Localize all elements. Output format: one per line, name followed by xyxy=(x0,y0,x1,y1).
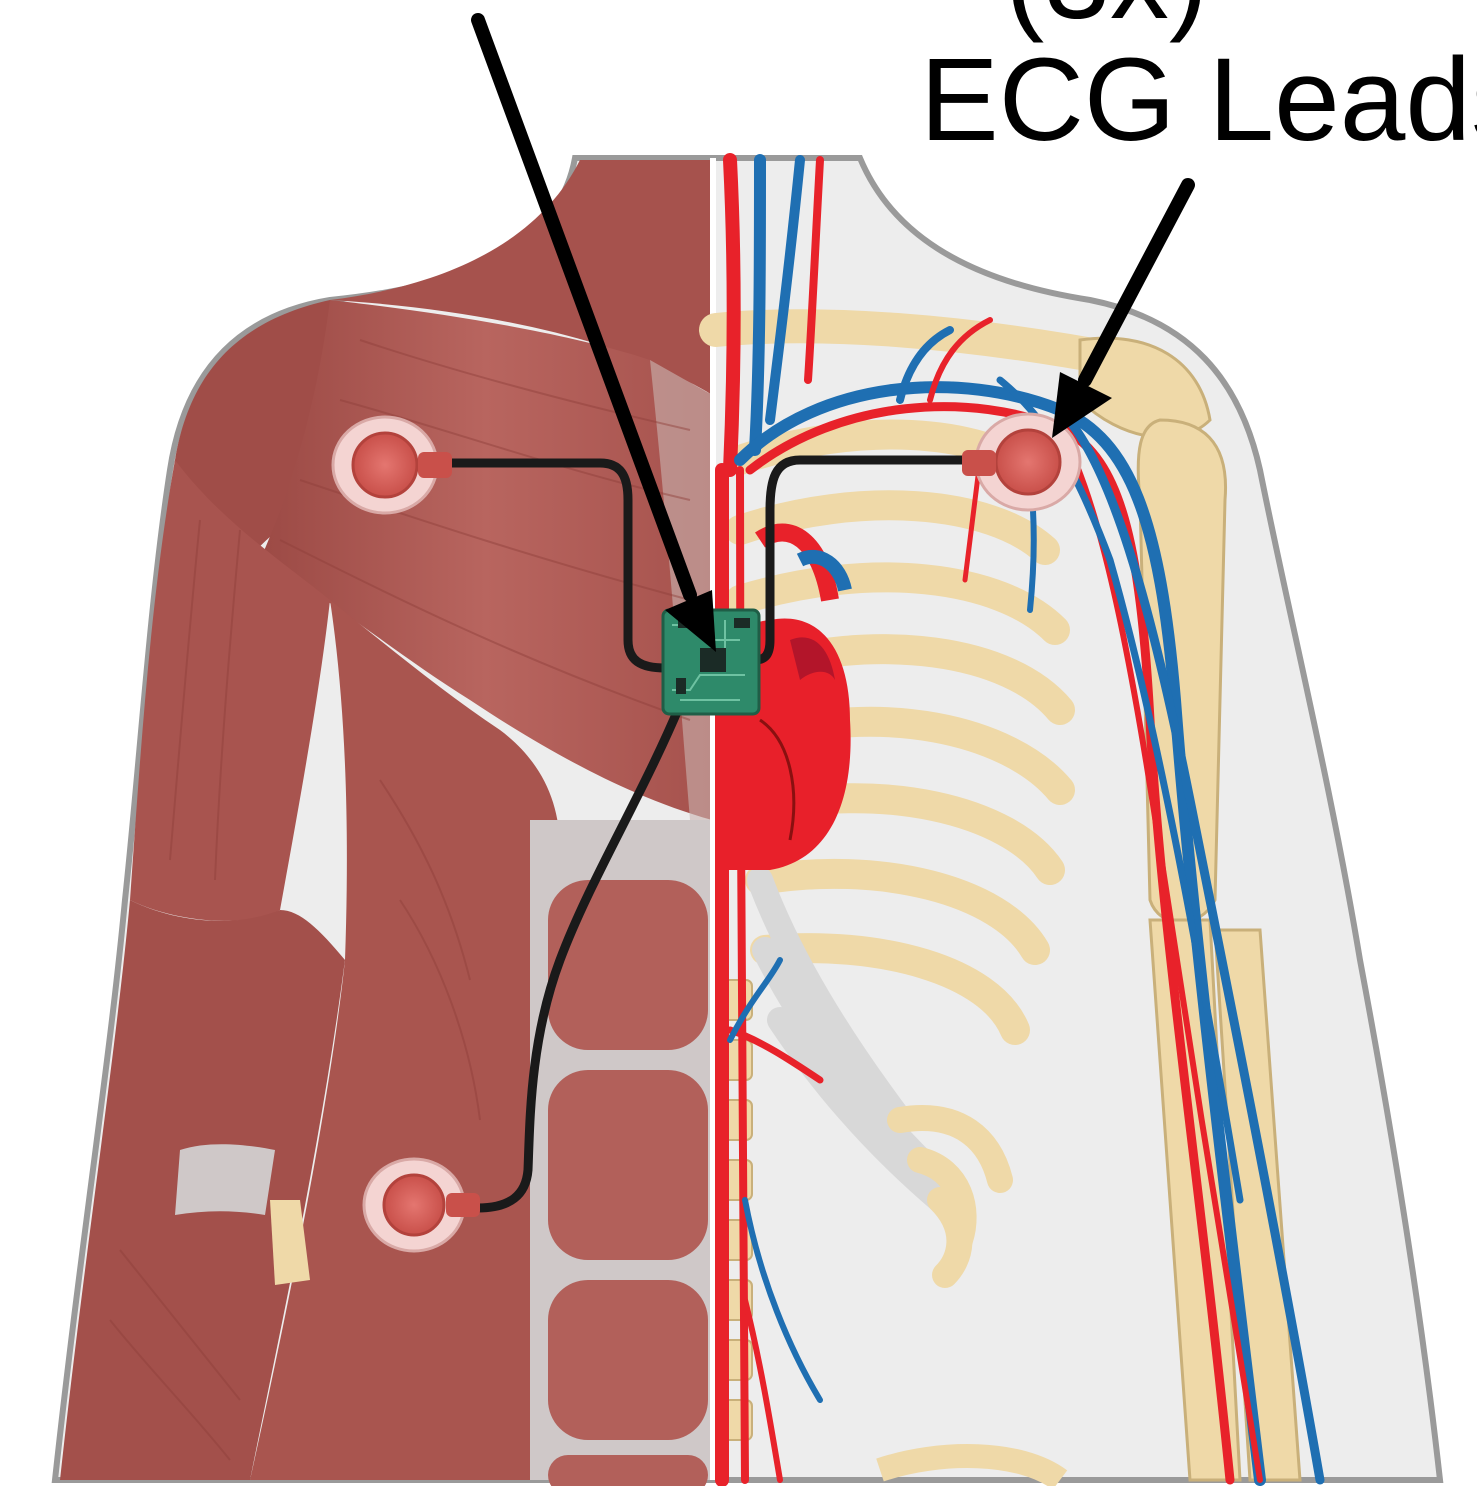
ecg-leads-label: ECG Leads xyxy=(920,34,1477,166)
muscle-layer xyxy=(60,160,712,1486)
